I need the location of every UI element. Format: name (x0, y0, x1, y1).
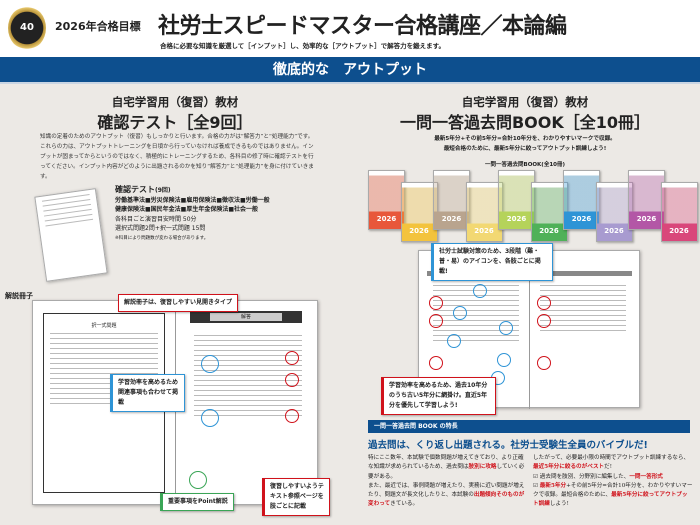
right-line: 最新5年分+その前5年分=合計10年分を、わかりやすいマークで収録。 (434, 136, 616, 142)
features-bar: 一問一答過去問 BOOK の特長 (368, 420, 690, 433)
left-description: 知識の定着のためのアウトプット（復習）もしっかりと行います。合格の力がは“解答力… (40, 134, 314, 180)
callout-difficulty-icons: 社労士試験対策のため、3段階（難・普・易）のアイコンを、各肢ごとに掲載! (431, 243, 553, 281)
difficulty-circle (453, 306, 467, 320)
details-count: (9回) (155, 187, 171, 194)
callout-reference: 復習しやすいようテキスト参照ページを肢ごとに記載 (262, 478, 330, 516)
features-headline: 過去問は、くり返し出題される。社労士受験生全員のバイブルだ! (368, 440, 648, 451)
target-year: 2026年合格目標 (55, 20, 141, 33)
old-year-circle (429, 356, 443, 370)
book-cover: 2026 (498, 170, 535, 230)
reference-circle (285, 351, 299, 365)
book-cover: 2026 (595, 182, 633, 242)
header: 40 2026年合格目標 社労士スピードマスター合格講座／本論編 合格に必要な知… (0, 0, 700, 58)
question-page: 択一式問題 (43, 313, 165, 493)
difficulty-circle (499, 321, 513, 335)
old-year-circle (537, 314, 551, 328)
right-kicker: 自宅学習用（復習）教材 (461, 95, 589, 109)
details-line: 各科目ごと演習目安時間 50分 (115, 215, 197, 223)
difficulty-circle (497, 353, 511, 367)
book-cover: 2026 (628, 170, 665, 230)
difficulty-circle (447, 334, 461, 348)
book-cover: 2026 (433, 170, 470, 230)
question-page-header: 択一式問題 (91, 323, 117, 329)
anniversary-badge-logo: 40 (8, 6, 46, 50)
difficulty-circle (473, 284, 487, 298)
details-note: ※科目により問題数が変わる場合があります。 (115, 235, 209, 241)
answer-page-header: 解答 (190, 311, 302, 323)
old-year-circle (429, 296, 443, 310)
book-cover: 2026 (400, 182, 438, 242)
book-cover: 2026 (563, 170, 600, 230)
test-details: 確認テスト(9回) 労働基準法■労災保険法■雇用保険法■徴収法■労働一般 健康保… (115, 185, 270, 243)
page-title: 社労士スピードマスター合格講座／本論編 (158, 14, 567, 39)
related-circle (201, 355, 219, 373)
callout-point: 重要事項をPoint解説 (160, 493, 234, 511)
right-description: 最新5年分+その前5年分=合計10年分を、わかりやすいマークで収録。 最短合格の… (380, 134, 670, 154)
book-cover: 2026 (530, 182, 568, 242)
reference-circle (285, 409, 299, 423)
details-line: 健康保険法■国民年金法■厚生年金保険法■社会一般 (115, 206, 259, 213)
features-col1: 特にここ数年、本試験で個数問題が増えてきており、より正確な知識が求められているた… (368, 455, 525, 508)
details-line: 選択式問題2問+択一式問題 15問 (115, 225, 206, 232)
old-year-circle (537, 356, 551, 370)
right-title: 一問一答過去問BOOK［全10冊］ (399, 113, 651, 132)
test-sheet-image (34, 188, 108, 282)
booklet-label: 解説冊子 (5, 292, 33, 300)
point-circle (189, 471, 207, 489)
details-heading: 確認テスト (115, 185, 155, 194)
book-cover: 2026 (660, 182, 698, 242)
book-cover: 2026 (465, 182, 503, 242)
callout-shading: 学習効率を高めるため、過去10年分のうち古い5年分に網掛け。直近5年分を優先して… (381, 377, 496, 415)
callout-booklet-type: 解説冊子は、復習しやすい見開きタイプ (118, 294, 238, 312)
book-cover: 2026 (368, 170, 405, 230)
section-banner: 徹底的な アウトプット (0, 57, 700, 84)
books-caption: 一問一答過去問BOOK(全10冊) (485, 162, 565, 168)
page-subtitle: 合格に必要な知識を厳選して［インプット］し、効率的な［アウトプット］で解答力を鍛… (160, 42, 445, 50)
left-kicker: 自宅学習用（復習）教材 (111, 95, 239, 109)
reference-circle (285, 373, 299, 387)
related-circle (201, 409, 219, 427)
left-title: 確認テスト［全9回］ (97, 113, 253, 132)
details-line: 労働基準法■労災保険法■雇用保険法■徴収法■労働一般 (115, 196, 270, 204)
callout-related: 学習効率を高めるため関連事項も合わせて掲載 (110, 374, 185, 412)
right-line: 最短合格のために、最新5年分に絞ってアウトプット訓練しよう! (443, 146, 607, 152)
old-year-circle (429, 314, 443, 328)
features-col2: したがって、必要最小限の時間でアウトプット訓練するなら、最近5年分に絞るのがベス… (533, 455, 693, 508)
old-year-circle (537, 296, 551, 310)
